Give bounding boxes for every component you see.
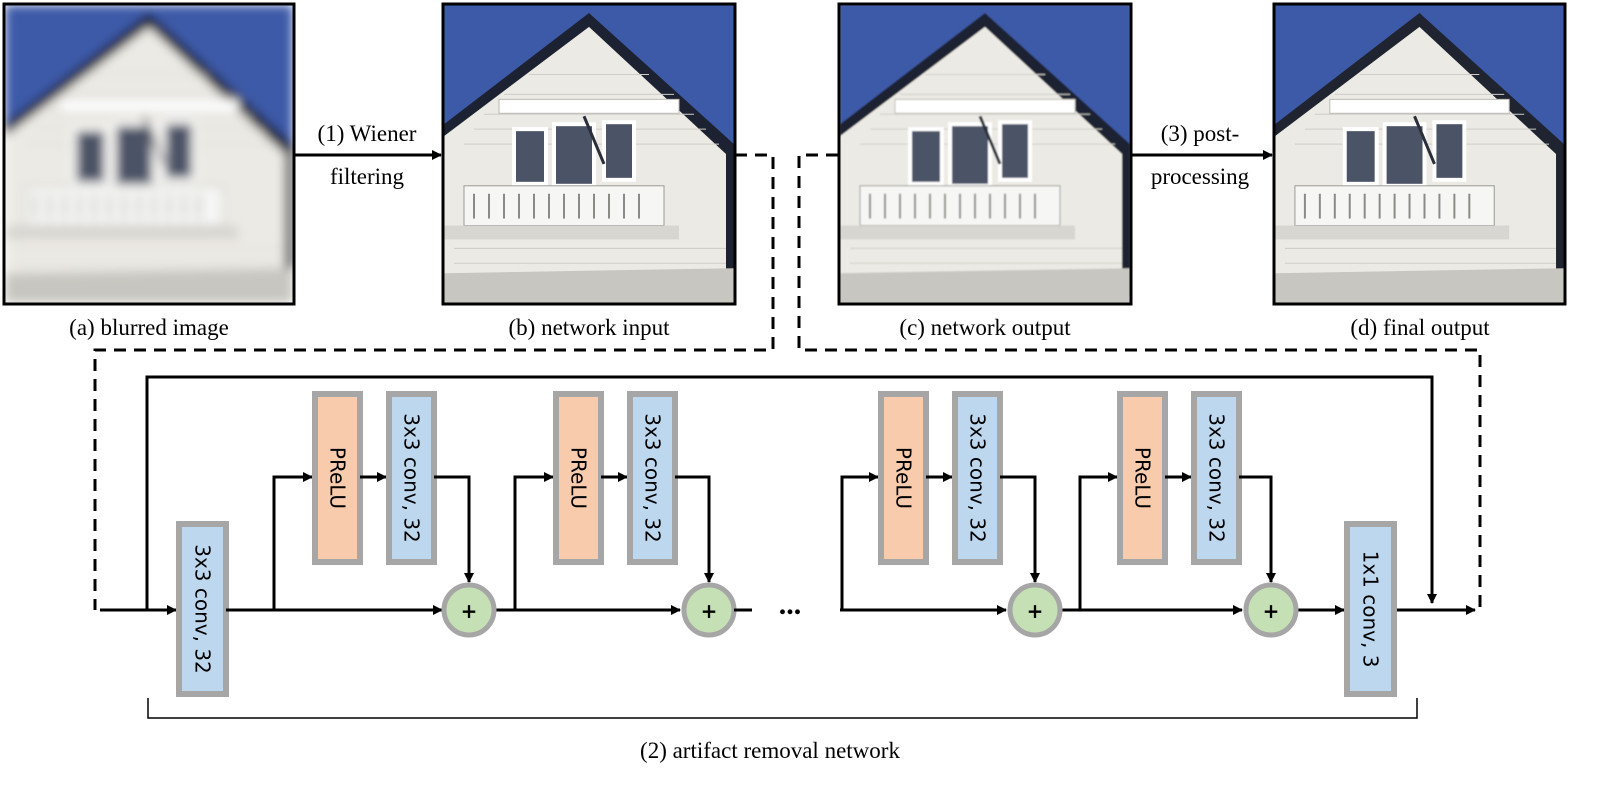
panel-d-final-output (1272, 2, 1567, 306)
panel-a-blurred-image (2, 2, 296, 306)
prelu-label-4: PReLU (1131, 447, 1155, 509)
sum-node-1 (441, 582, 497, 638)
conv-label-2: 3x3 conv, 32 (641, 413, 665, 543)
caption-b: (b) network input (509, 315, 671, 340)
network-bracket (147, 698, 1418, 719)
prelu-label-1: PReLU (326, 447, 350, 509)
conv-label-1: 3x3 conv, 32 (400, 413, 424, 543)
residual-block-3: PReLU 3x3 conv, 32 + (840, 391, 1063, 638)
ellipsis: ... (779, 588, 802, 621)
residual-block-4: PReLU 3x3 conv, 32 + (1078, 391, 1299, 638)
caption-c: (c) network output (899, 315, 1071, 340)
residual-block-2: PReLU 3x3 conv, 32 + (513, 391, 737, 638)
sum-symbol-3: + (1027, 599, 1044, 623)
step1-label-line2: filtering (330, 164, 405, 189)
prelu-label-2: PReLU (567, 447, 591, 509)
first-conv-label: 3x3 conv, 32 (191, 544, 215, 674)
caption-d: (d) final output (1350, 315, 1490, 340)
caption-a: (a) blurred image (69, 315, 229, 340)
sum-symbol-2: + (701, 599, 718, 623)
network-caption: (2) artifact removal network (640, 738, 900, 763)
dashed-connectors (93, 153, 1482, 610)
conv-label-3: 3x3 conv, 32 (966, 413, 990, 543)
prelu-label-3: PReLU (892, 447, 916, 509)
sum-node-4 (1243, 582, 1299, 638)
step1-label-line1: (1) Wiener (318, 121, 417, 146)
conv-label-4: 3x3 conv, 32 (1205, 413, 1229, 543)
sum-node-3 (1007, 582, 1063, 638)
step3-label-line1: (3) post- (1161, 121, 1240, 146)
panel-b-network-input (441, 2, 737, 306)
residual-block-1: PReLU 3x3 conv, 32 + (272, 391, 497, 638)
sum-symbol-1: + (461, 599, 478, 623)
global-skip-connection (145, 375, 1437, 610)
panel-c-network-output (837, 2, 1133, 306)
final-conv-label: 1x1 conv, 3 (1359, 551, 1383, 668)
sum-symbol-4: + (1263, 599, 1280, 623)
final-conv-block: 1x1 conv, 3 (1344, 521, 1397, 697)
first-conv-block: 3x3 conv, 32 (176, 521, 229, 697)
step3-label-line2: processing (1151, 164, 1250, 189)
